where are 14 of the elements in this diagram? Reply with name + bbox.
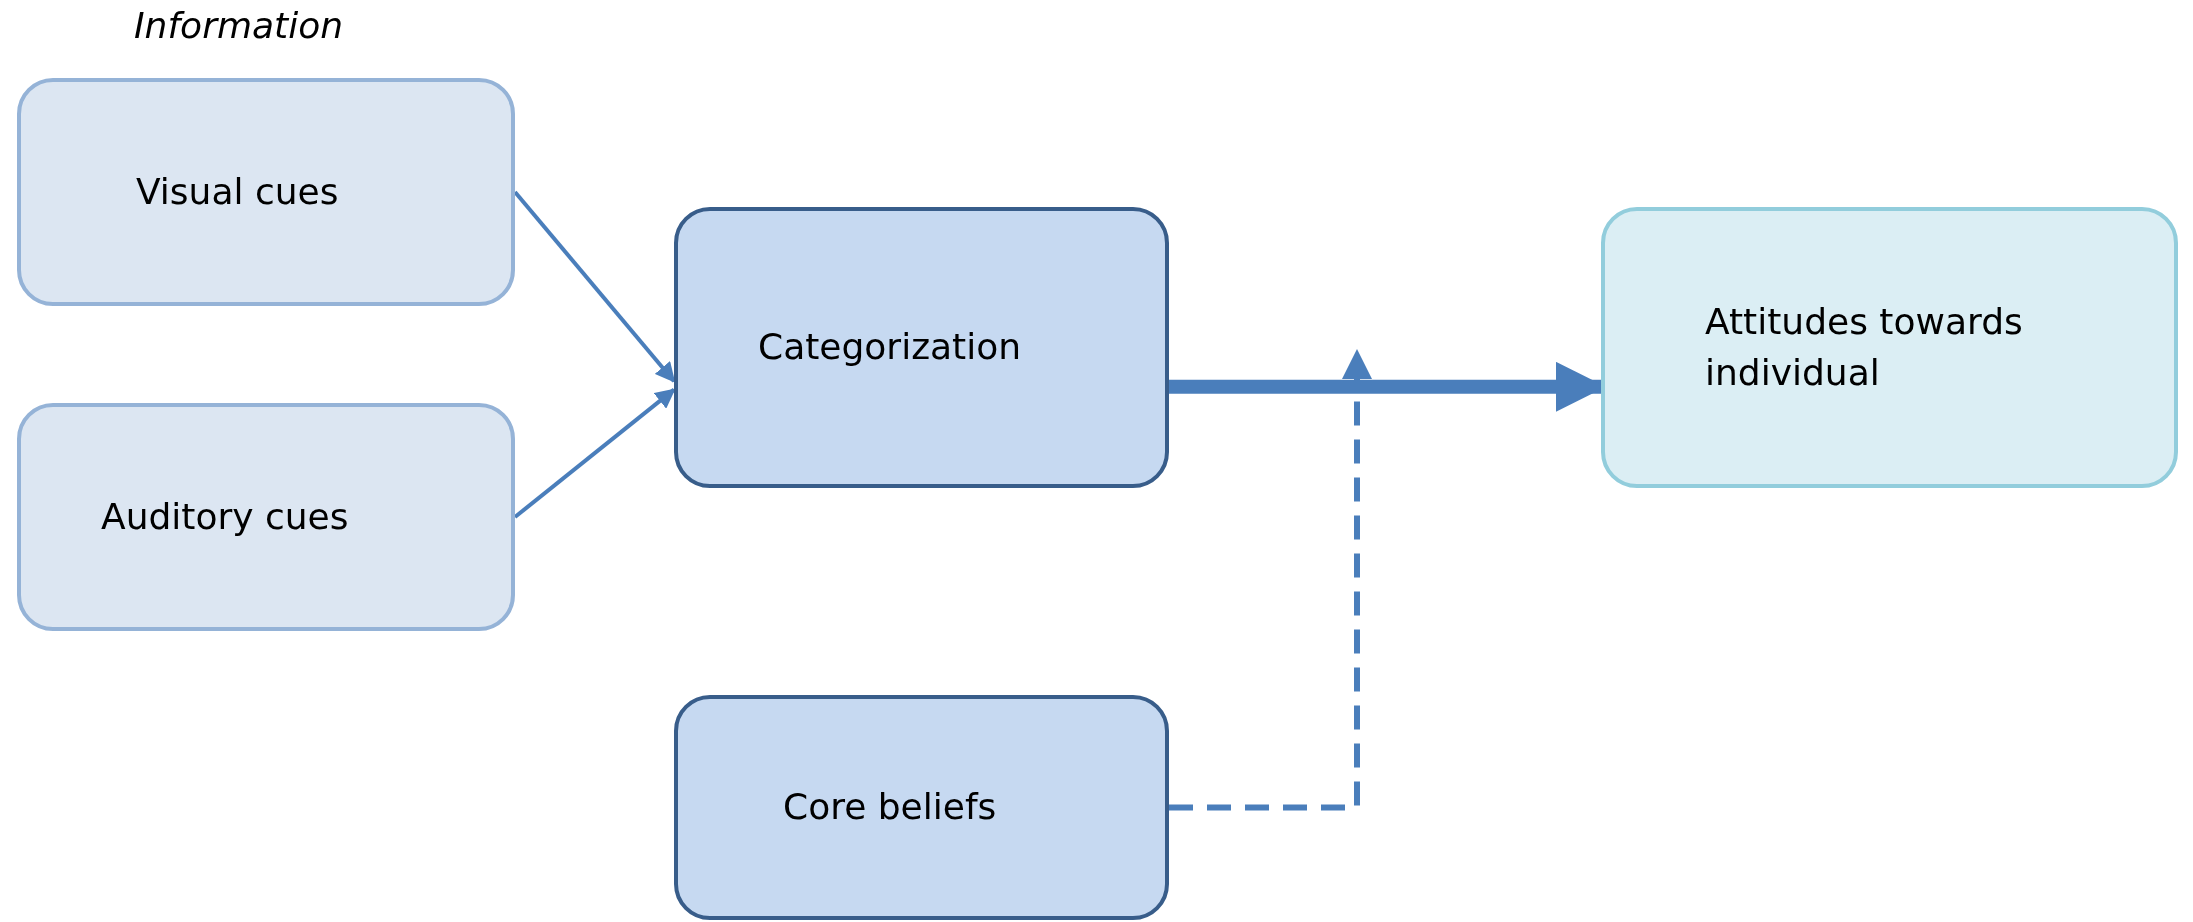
box-label: Auditory cues: [101, 494, 349, 539]
box-label: Core beliefs: [783, 785, 997, 830]
process-box: [674, 207, 1169, 488]
process-box: [1601, 207, 2178, 488]
dashed-arrow: [1169, 349, 1372, 811]
section-label: Information: [134, 5, 344, 46]
box-label: Attitudes towards individual: [1705, 300, 2024, 395]
process-box: [17, 78, 515, 306]
arrow: [513, 190, 676, 383]
box-label: Visual cues: [136, 169, 339, 214]
box-label: Categorization: [758, 325, 1022, 370]
process-box: [17, 403, 515, 631]
process-box: [674, 695, 1169, 920]
arrow: [513, 388, 676, 519]
